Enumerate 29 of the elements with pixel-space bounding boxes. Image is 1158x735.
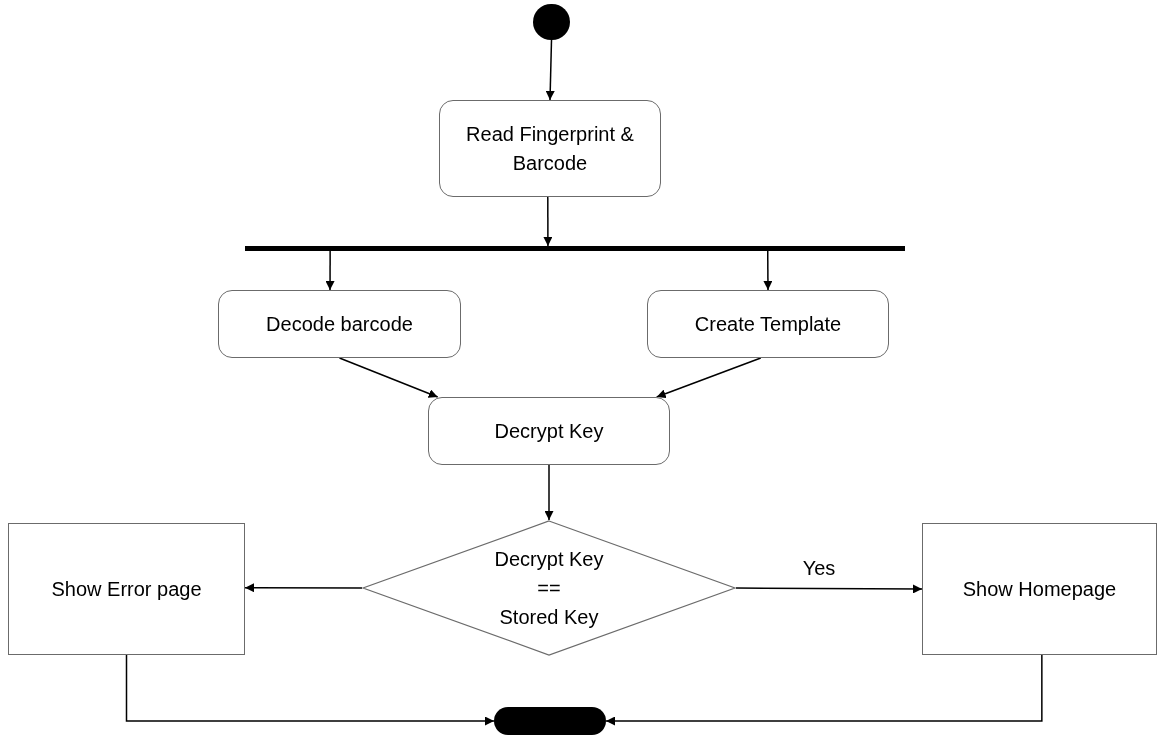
fork-bar: [245, 246, 905, 251]
node-text: Read Fingerprint & Barcode: [465, 121, 635, 176]
node-text: Stored Key: [498, 604, 600, 630]
activity-box: [218, 290, 461, 358]
node-text: Show Homepage: [962, 576, 1117, 602]
arrow: [543, 196, 553, 247]
node-text: ==: [536, 575, 562, 601]
arrow: [244, 583, 363, 593]
activity-box: [439, 100, 661, 197]
arrow: [545, 39, 555, 101]
arrow: [605, 654, 1043, 726]
activity-box: [647, 290, 889, 358]
arrow: [763, 250, 773, 291]
node-text: Decrypt Key: [494, 418, 604, 444]
activity-box: [428, 397, 670, 465]
node-text: Create Template: [694, 311, 842, 337]
node-text: Show Error page: [51, 576, 202, 602]
process-box: [922, 523, 1157, 655]
arrow: [735, 584, 923, 594]
end-node: [494, 707, 606, 735]
arrow: [655, 357, 762, 399]
arrow: [125, 654, 495, 726]
node-text: Decode barcode: [266, 311, 413, 337]
arrow: [338, 357, 439, 398]
arrow: [544, 464, 554, 521]
node-text: Decrypt Key: [493, 546, 605, 572]
arrow: [325, 250, 335, 291]
process-box: [8, 523, 245, 655]
start-node: [533, 4, 570, 40]
